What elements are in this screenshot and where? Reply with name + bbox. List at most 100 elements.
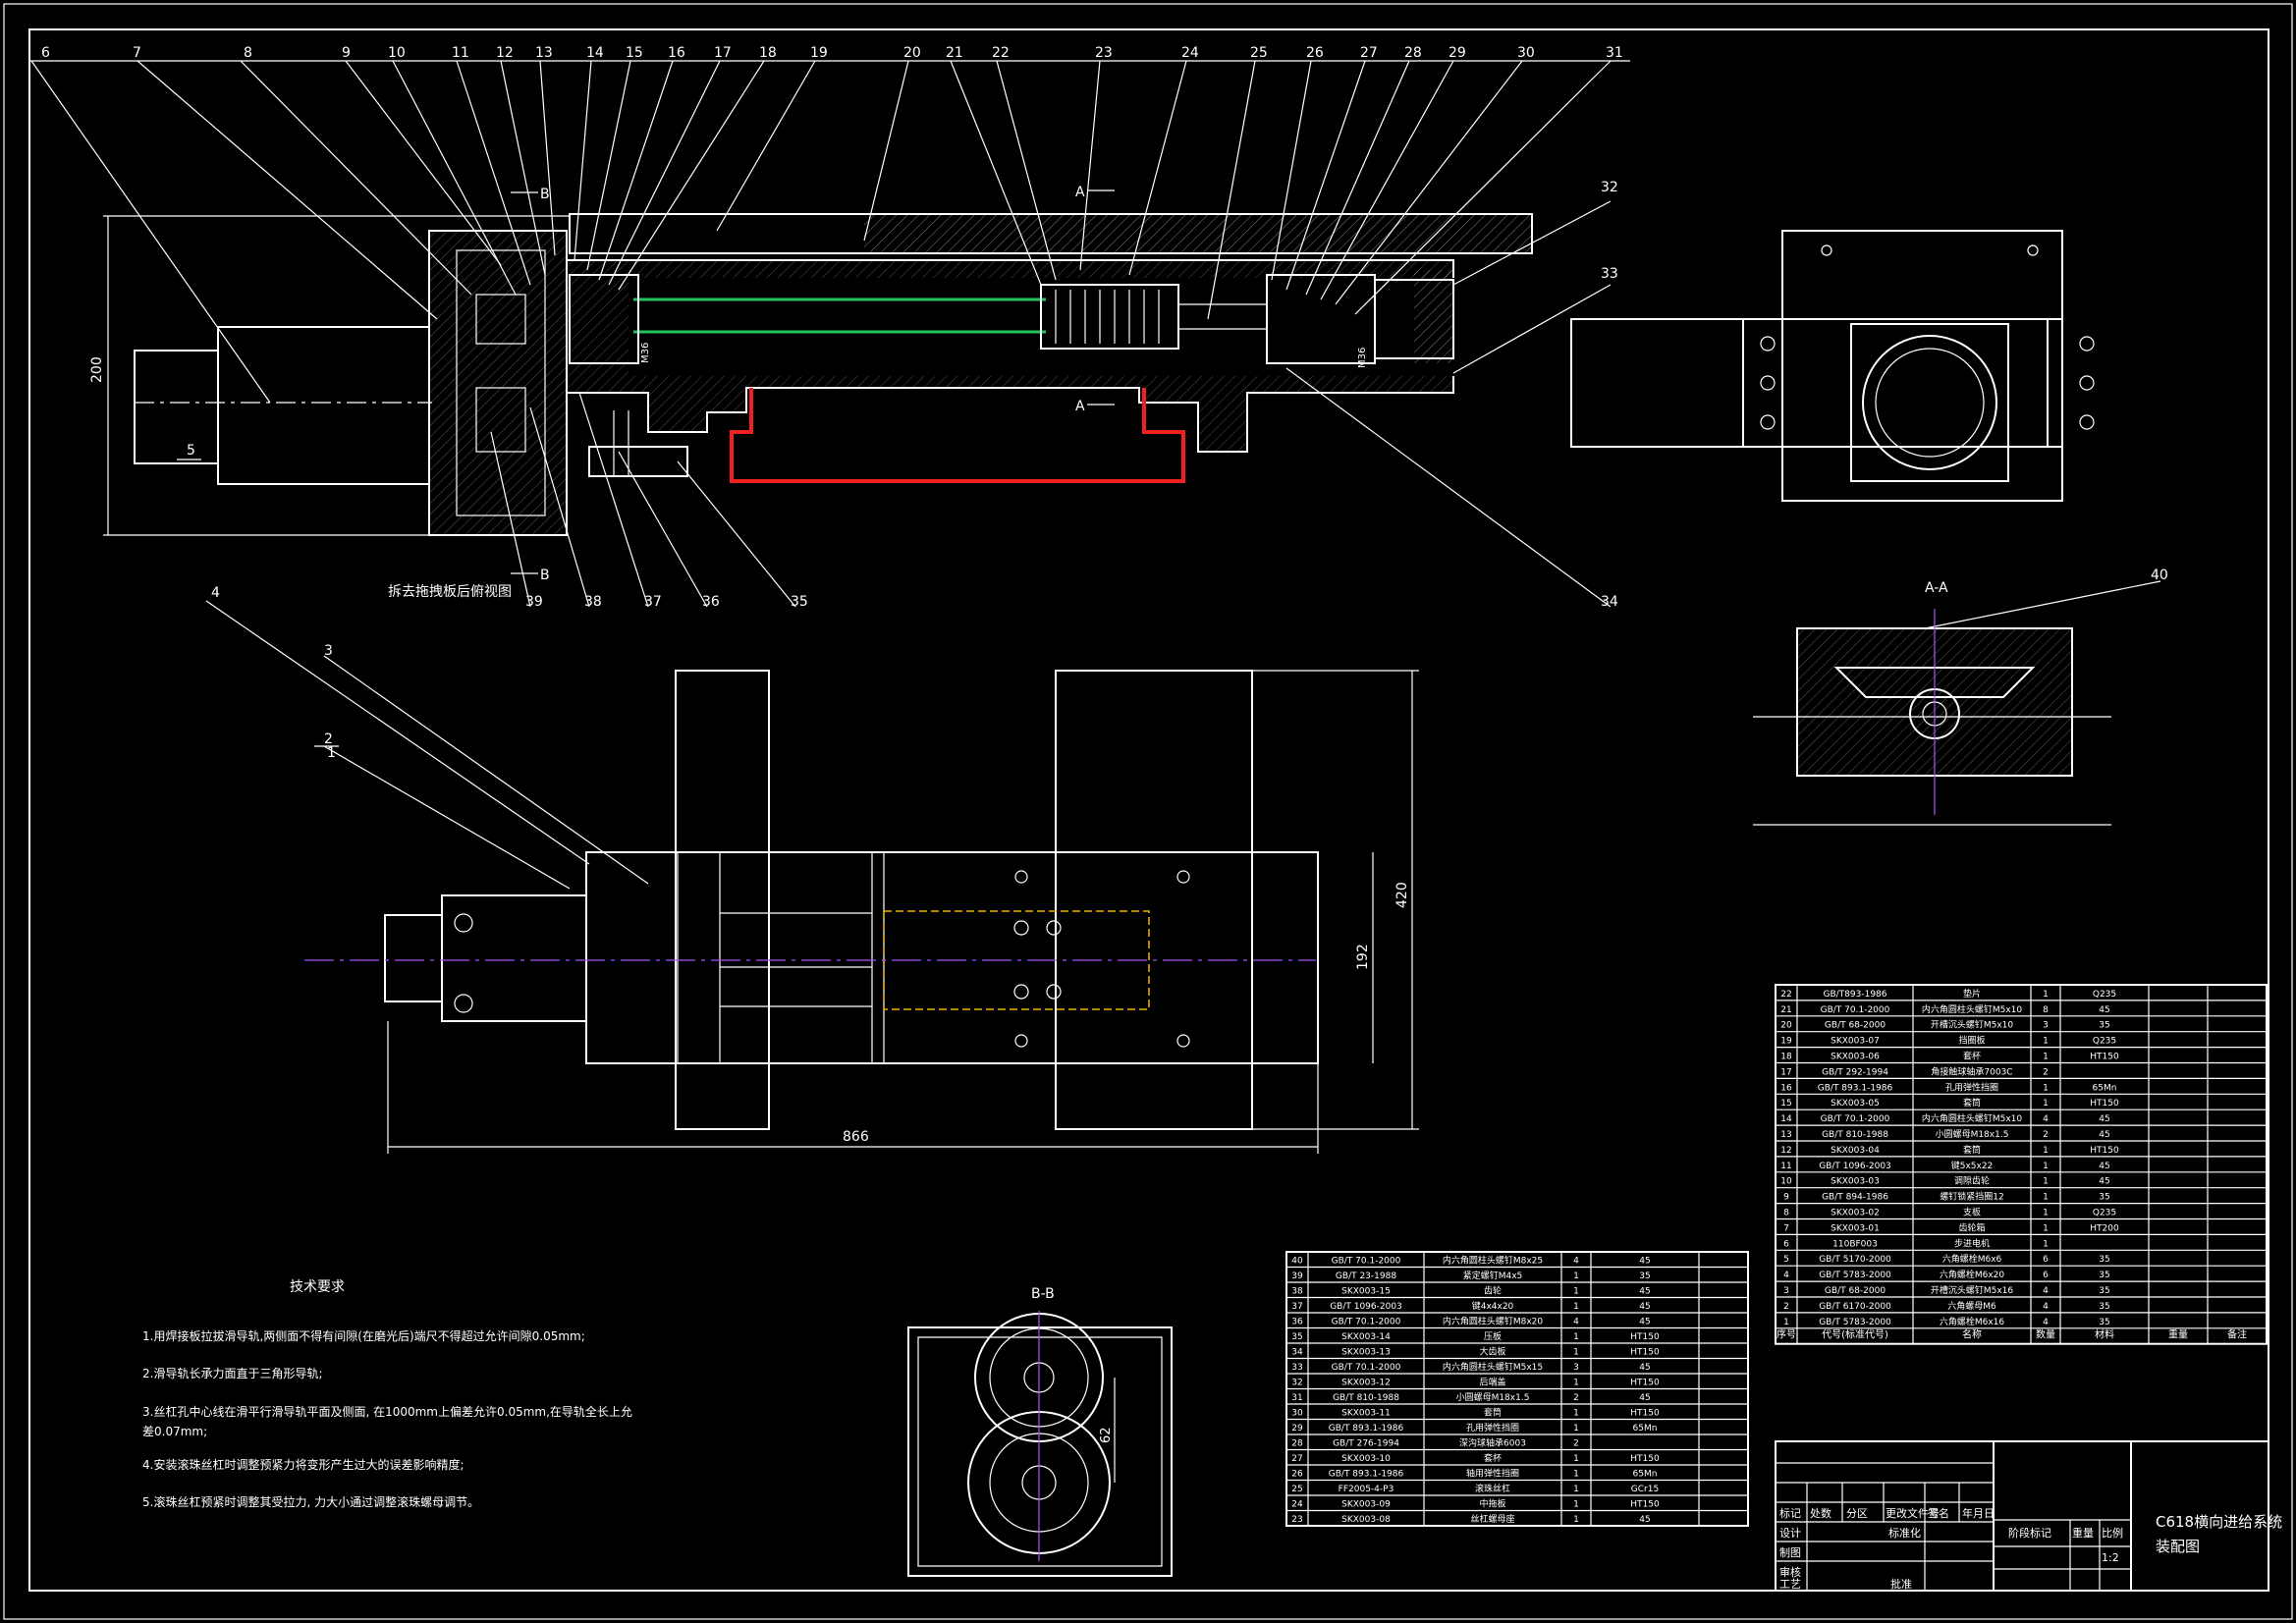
bom-header-cell: 名称 xyxy=(1962,1328,1982,1341)
bom-cell: 45 xyxy=(1639,1257,1650,1267)
bom-cell: 18 xyxy=(1780,1053,1792,1062)
bom-cell: 小圆螺母M18x1.5 xyxy=(1936,1129,2009,1140)
bom-cell: 4 xyxy=(1573,1318,1579,1327)
bom-cell: 25 xyxy=(1291,1485,1302,1494)
bom-cell: 垫片 xyxy=(1963,988,1981,1000)
bom-cell: 45 xyxy=(1639,1363,1650,1373)
bom-cell: GB/T 70.1-2000 xyxy=(1332,1363,1401,1373)
bom-cell: GB/T 5783-2000 xyxy=(1819,1271,1891,1280)
bom-cell: 调隙齿轮 xyxy=(1954,1175,1990,1187)
bom-cell: 角接触球轴承7003C xyxy=(1931,1065,2012,1077)
bom-cell: 螺钉锁紧挡圈12 xyxy=(1940,1191,2003,1203)
bom-cell: 17 xyxy=(1780,1067,1791,1077)
bom-cell: 1 xyxy=(1573,1485,1579,1494)
bom-cell: 22 xyxy=(1780,990,1791,1000)
dim-m36b: M36 xyxy=(1357,348,1368,368)
bom-cell: SKX003-01 xyxy=(1831,1223,1880,1233)
bom-cell: 1 xyxy=(2043,1209,2049,1218)
bom-cell: 内六角圆柱头螺钉M8x25 xyxy=(1443,1255,1543,1267)
bom-cell: 4 xyxy=(2043,1286,2049,1296)
balloon-33: 33 xyxy=(1601,266,1618,282)
bom-cell: 10 xyxy=(1780,1177,1792,1187)
bom-cell: HT200 xyxy=(2090,1223,2119,1233)
bom-header-cell: 备注 xyxy=(2227,1328,2247,1341)
tb-process: 工艺 xyxy=(1779,1578,1801,1591)
balloons-side: 32 33 34 39 38 37 36 35 4 3 2 1 5 40 xyxy=(177,180,2168,761)
tb-date: 年月日 xyxy=(1962,1506,1995,1520)
bb-view: B-B 62 xyxy=(907,1286,1173,1577)
section-b-top: B xyxy=(540,187,550,202)
tb-scale: 1:2 xyxy=(2102,1551,2119,1564)
bom-cell: 1 xyxy=(1573,1470,1579,1480)
bom-cell: GB/T 5170-2000 xyxy=(1819,1255,1891,1265)
bom-cell: GB/T 5783-2000 xyxy=(1819,1318,1891,1327)
bom-cell: 26 xyxy=(1291,1470,1303,1480)
dim-200: 200 xyxy=(89,356,105,383)
tb-docno: 更改文件号 xyxy=(1886,1506,1940,1520)
bom-cell: 套筒 xyxy=(1963,1097,1981,1109)
bom-cell: 35 xyxy=(2099,1318,2109,1327)
bom-cell: 5 xyxy=(1783,1255,1789,1265)
balloon-4: 4 xyxy=(211,585,220,601)
balloon-23: 23 xyxy=(1095,45,1113,61)
tb-count: 处数 xyxy=(1810,1507,1831,1520)
bom-cell: 深沟球轴承6003 xyxy=(1459,1437,1526,1449)
bom-cell: 1 xyxy=(1573,1409,1579,1419)
bom-cell: 4 xyxy=(2043,1114,2049,1124)
bom-cell: 1 xyxy=(2043,1083,2049,1093)
tb-scale-label: 比例 xyxy=(2102,1526,2123,1540)
bom-cell: 3 xyxy=(1783,1286,1789,1296)
balloon-7: 7 xyxy=(133,45,141,61)
bom-cell: 45 xyxy=(2099,1005,2109,1015)
bom-cell: SKX003-04 xyxy=(1831,1146,1880,1156)
dim-192: 192 xyxy=(1355,944,1371,970)
section-b-bottom: B xyxy=(540,568,550,583)
bom-cell: 45 xyxy=(1639,1302,1650,1312)
dim-m36a: M36 xyxy=(640,343,651,363)
bom-cell: 8 xyxy=(1783,1209,1789,1218)
bom-cell: 4 xyxy=(1573,1257,1579,1267)
bom-cell: 支板 xyxy=(1963,1207,1981,1218)
balloon-31: 31 xyxy=(1606,45,1623,61)
outer-border xyxy=(3,3,2293,1620)
balloon-15: 15 xyxy=(626,45,643,61)
bom-cell: 1 xyxy=(1573,1454,1579,1464)
bom-cell: HT150 xyxy=(2090,1146,2119,1156)
bom-cell: 内六角圆柱头螺钉M8x20 xyxy=(1443,1316,1544,1327)
bom-cell: 35 xyxy=(2099,1302,2109,1312)
balloon-40: 40 xyxy=(2151,568,2168,583)
bom-cell: 1 xyxy=(1573,1287,1579,1297)
bom-cell: SKX003-07 xyxy=(1831,1037,1880,1047)
balloon-21: 21 xyxy=(946,45,963,61)
tb-mark: 标记 xyxy=(1779,1506,1801,1520)
bom-cell: GB/T 1096-2003 xyxy=(1819,1162,1891,1171)
bom-cell: GB/T 70.1-2000 xyxy=(1821,1114,1890,1124)
bom-cell: 11 xyxy=(1780,1162,1791,1171)
bom-header-cell: 序号 xyxy=(1777,1328,1796,1341)
tb-title-2: 装配图 xyxy=(2156,1538,2200,1555)
bom-cell: 4 xyxy=(1783,1271,1789,1280)
balloon-8: 8 xyxy=(244,45,252,61)
bom-cell: 小圆螺母M18x1.5 xyxy=(1456,1392,1530,1403)
bom-cell: 内六角圆柱头螺钉M5x10 xyxy=(1922,1112,2023,1124)
bom-cell: 8 xyxy=(2043,1005,2049,1015)
bom-cell: 内六角圆柱头螺钉M5x10 xyxy=(1922,1003,2023,1015)
bom-cell: 1 xyxy=(2043,1223,2049,1233)
bom-cell: 6 xyxy=(2043,1255,2049,1265)
bom-cell: 35 xyxy=(1639,1271,1650,1281)
bom-cell: 20 xyxy=(1780,1021,1792,1031)
bom-cell: GB/T 276-1994 xyxy=(1333,1439,1399,1449)
balloon-2: 2 xyxy=(324,731,333,747)
bom-cell: SKX003-08 xyxy=(1341,1515,1391,1525)
bom-cell: 2 xyxy=(2043,1130,2049,1140)
bom-cell: 24 xyxy=(1291,1500,1303,1510)
bom-cell: SKX003-05 xyxy=(1831,1099,1880,1109)
tech-item-3: 3.丝杠孔中心线在滑平行滑导轨平面及侧面, 在1000mm上偏差允许0.05mm… xyxy=(142,1404,632,1419)
balloon-30: 30 xyxy=(1517,45,1535,61)
bom-cell: 孔用弹性挡圈 xyxy=(1945,1081,1998,1093)
balloon-5: 5 xyxy=(187,443,195,459)
bom-cell: 2 xyxy=(1783,1302,1789,1312)
